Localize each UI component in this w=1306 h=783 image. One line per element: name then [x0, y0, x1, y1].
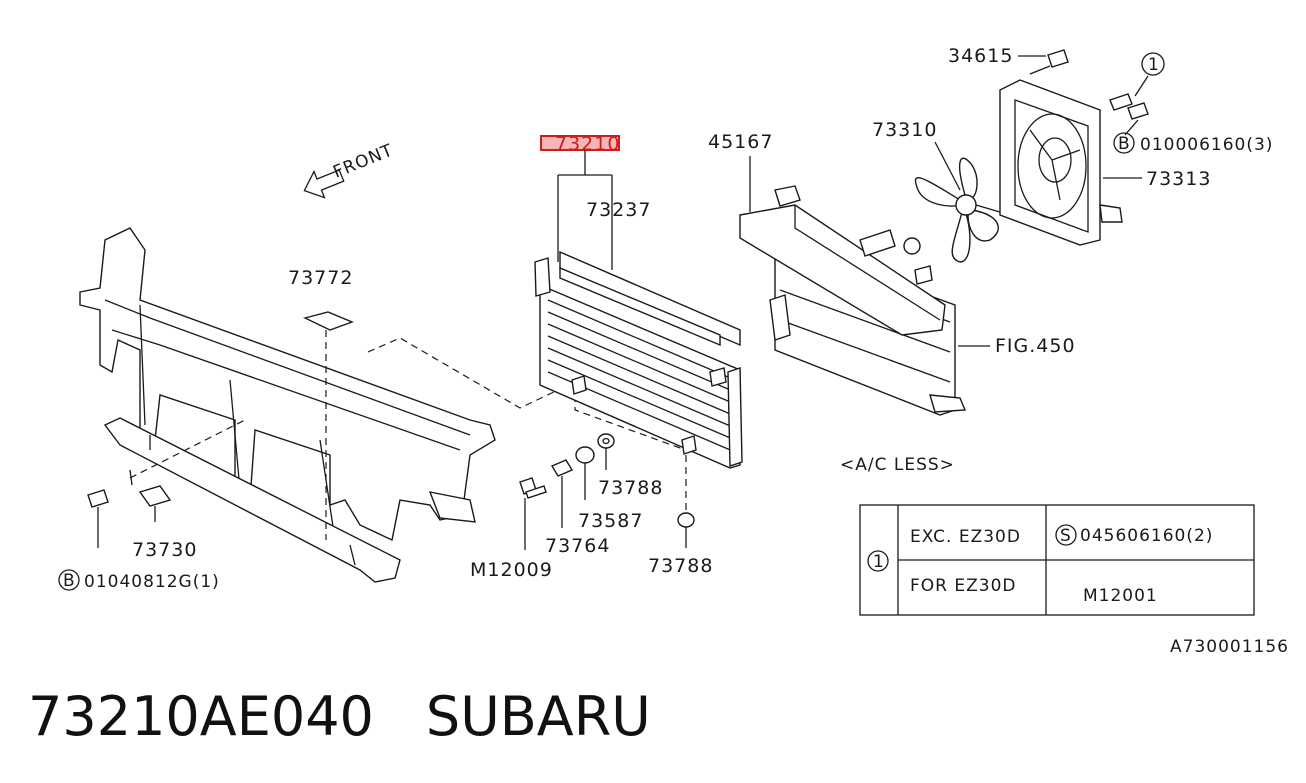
brand-name: SUBARU — [425, 685, 651, 748]
ref-1-marker: 1 — [1148, 55, 1160, 75]
label-73788-bottom: 73788 — [648, 555, 713, 577]
label-01040812G: 01040812G(1) — [84, 572, 220, 592]
b-mark-icon — [58, 569, 80, 591]
highlighted-part-box — [540, 135, 620, 151]
part-caption: 73210AE040 SUBARU — [28, 682, 651, 752]
table-ref-marker: 1 — [873, 552, 885, 572]
pad-73772 — [302, 311, 354, 331]
label-73210: 73210 — [555, 133, 620, 155]
label-45167: 45167 — [708, 131, 773, 153]
bushing-73587 — [575, 446, 595, 500]
radiator-45167 — [739, 185, 967, 416]
parts-diagram: FRONT 73772 73210 73237 M120 — [58, 45, 1289, 657]
bolt-01040812G — [87, 489, 109, 548]
label-ac-less: <A/C LESS> — [840, 455, 955, 475]
label-73764: 73764 — [545, 535, 610, 557]
label-73313: 73313 — [1146, 168, 1211, 190]
front-label: FRONT — [330, 140, 396, 182]
label-73772: 73772 — [288, 267, 353, 289]
front-arrow-icon — [303, 169, 345, 199]
bolt-M12009 — [519, 477, 547, 550]
bolt-010006160 — [1124, 102, 1149, 136]
bushing-73788-top — [597, 433, 615, 470]
fan-shroud-73313 — [999, 49, 1123, 246]
label-73237: 73237 — [586, 199, 651, 221]
ref-1-circle-icon — [1141, 52, 1165, 76]
label-73730: 73730 — [132, 539, 197, 561]
label-010006160: 010006160(3) — [1140, 135, 1273, 155]
b-mark-1: B — [1118, 134, 1131, 154]
label-fig450: FIG.450 — [995, 335, 1076, 357]
bolt-ref-1 — [1109, 75, 1149, 111]
table-row-2-part: M12001 — [1083, 586, 1158, 606]
reference-table — [859, 504, 1255, 616]
label-73587: 73587 — [578, 510, 643, 532]
label-34615: 34615 — [948, 45, 1013, 67]
b-mark-1-icon — [1113, 132, 1135, 154]
label-M12009: M12009 — [470, 559, 553, 581]
s-mark-icon — [1055, 524, 1077, 546]
part-number: 73210AE040 — [28, 685, 374, 748]
label-73788-top: 73788 — [598, 477, 663, 499]
bracket-73730 — [129, 469, 172, 522]
table-row-2-condition: FOR EZ30D — [910, 576, 1016, 596]
label-73310: 73310 — [872, 119, 937, 141]
table-row-1-condition: EXC. EZ30D — [910, 527, 1021, 547]
condenser-73210 — [534, 250, 743, 469]
table-row-1-part: 045606160(2) — [1080, 526, 1213, 546]
b-mark-2: B — [63, 571, 76, 591]
collar-73764 — [550, 459, 574, 528]
table-row-1-mark: S — [1060, 526, 1072, 546]
diagram-code: A730001156 — [1170, 637, 1289, 657]
radiator-support-frame — [79, 227, 496, 583]
bushing-73788-bottom — [677, 455, 695, 548]
